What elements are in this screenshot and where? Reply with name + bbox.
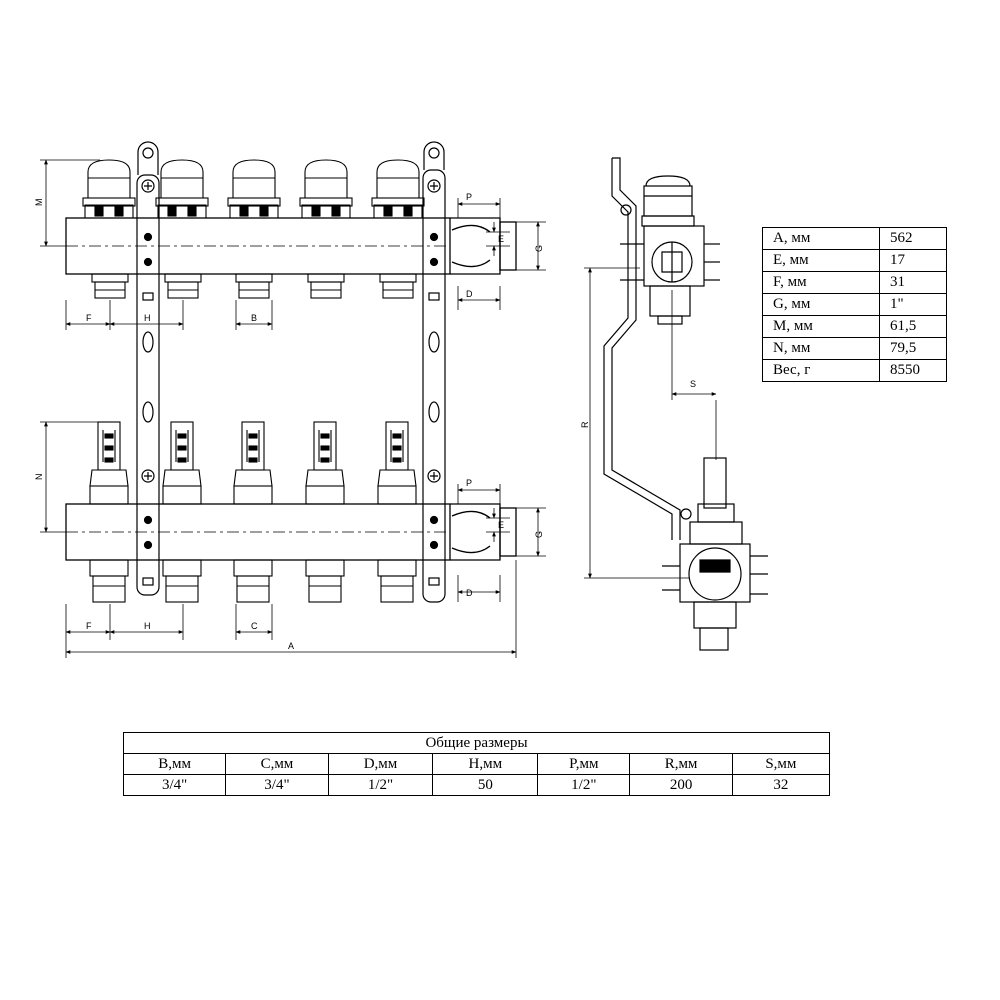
right-bracket bbox=[422, 141, 446, 603]
table-cell: 200 bbox=[629, 774, 733, 796]
top-outlets bbox=[91, 273, 417, 299]
table-title-row: Общие размеры bbox=[123, 732, 830, 754]
table-cell: 1/2" bbox=[537, 774, 631, 796]
dimension-key: Вес, г bbox=[762, 359, 880, 382]
dim-label-m: M bbox=[34, 199, 44, 207]
column-header: C,мм bbox=[225, 753, 329, 775]
dim-label-g-top: G bbox=[534, 245, 544, 252]
dim-label-e-bottom: E bbox=[498, 520, 504, 530]
dim-label-c: C bbox=[251, 621, 258, 631]
column-header: B,мм bbox=[122, 753, 227, 775]
dim-label-r: R bbox=[580, 421, 590, 428]
column-header: P,мм bbox=[537, 753, 631, 775]
dimension-value: 79,5 bbox=[879, 337, 947, 360]
dim-label-p-top: P bbox=[466, 192, 472, 202]
side-dimensions bbox=[584, 267, 717, 579]
column-header: D,мм bbox=[327, 753, 434, 775]
top-manifold-bar bbox=[65, 217, 517, 275]
dim-label-e-top: E bbox=[498, 234, 504, 244]
dim-label-a: A bbox=[288, 641, 294, 651]
dimension-value: 1" bbox=[879, 293, 947, 316]
dim-label-b: B bbox=[251, 313, 257, 323]
dim-label-h-top: H bbox=[144, 313, 151, 323]
column-header: S,мм bbox=[731, 753, 831, 775]
bottom-outlets bbox=[89, 559, 417, 603]
dimension-value: 31 bbox=[879, 271, 947, 294]
front-dimensions bbox=[40, 159, 546, 658]
dim-label-p-bottom: P bbox=[466, 478, 472, 488]
top-valve-caps bbox=[82, 159, 425, 218]
flow-meters bbox=[89, 421, 417, 505]
dimension-value: 8550 bbox=[879, 359, 947, 382]
table-row: 3/4" 3/4" 1/2" 50 1/2" 200 32 bbox=[122, 774, 831, 796]
dim-label-g-bottom: G bbox=[534, 531, 544, 538]
dimension-key: M, мм bbox=[762, 315, 880, 338]
dimension-key: G, мм bbox=[762, 293, 880, 316]
left-bracket bbox=[136, 141, 160, 596]
side-view bbox=[603, 157, 768, 651]
table-cell: 32 bbox=[731, 774, 831, 796]
table-cell: 50 bbox=[432, 774, 539, 796]
dim-label-d-bottom: D bbox=[466, 588, 473, 598]
dimension-value: 61,5 bbox=[879, 315, 947, 338]
general-dimensions-table: Общие размеры B,мм C,мм D,мм H,мм P,мм R… bbox=[122, 732, 831, 796]
dimension-key: A, мм bbox=[762, 227, 880, 250]
dimension-key: E, мм bbox=[762, 249, 880, 272]
dimension-value: 562 bbox=[879, 227, 947, 250]
bottom-manifold-bar bbox=[65, 503, 517, 561]
table-cell: 3/4" bbox=[225, 774, 329, 796]
dimension-labels: M N P E G D F H B P E G D F H C A R S bbox=[34, 192, 696, 651]
dim-label-f-top: F bbox=[86, 313, 92, 323]
dim-label-d-top: D bbox=[466, 289, 473, 299]
manifold-drawing: M N P E G D F H B P E G D F H C A R S bbox=[34, 141, 768, 658]
column-header: R,мм bbox=[629, 753, 733, 775]
dim-label-s: S bbox=[690, 379, 696, 389]
dimension-key: N, мм bbox=[762, 337, 880, 360]
table-title: Общие размеры bbox=[123, 732, 830, 754]
dim-label-h-bottom: H bbox=[144, 621, 151, 631]
dimension-key: F, мм bbox=[762, 271, 880, 294]
dimension-value: 17 bbox=[879, 249, 947, 272]
column-header: H,мм bbox=[432, 753, 539, 775]
dim-label-n: N bbox=[34, 474, 44, 481]
table-header-row: B,мм C,мм D,мм H,мм P,мм R,мм S,мм bbox=[122, 753, 831, 775]
table-cell: 1/2" bbox=[327, 774, 434, 796]
dim-label-f-bottom: F bbox=[86, 621, 92, 631]
table-cell: 3/4" bbox=[122, 774, 227, 796]
